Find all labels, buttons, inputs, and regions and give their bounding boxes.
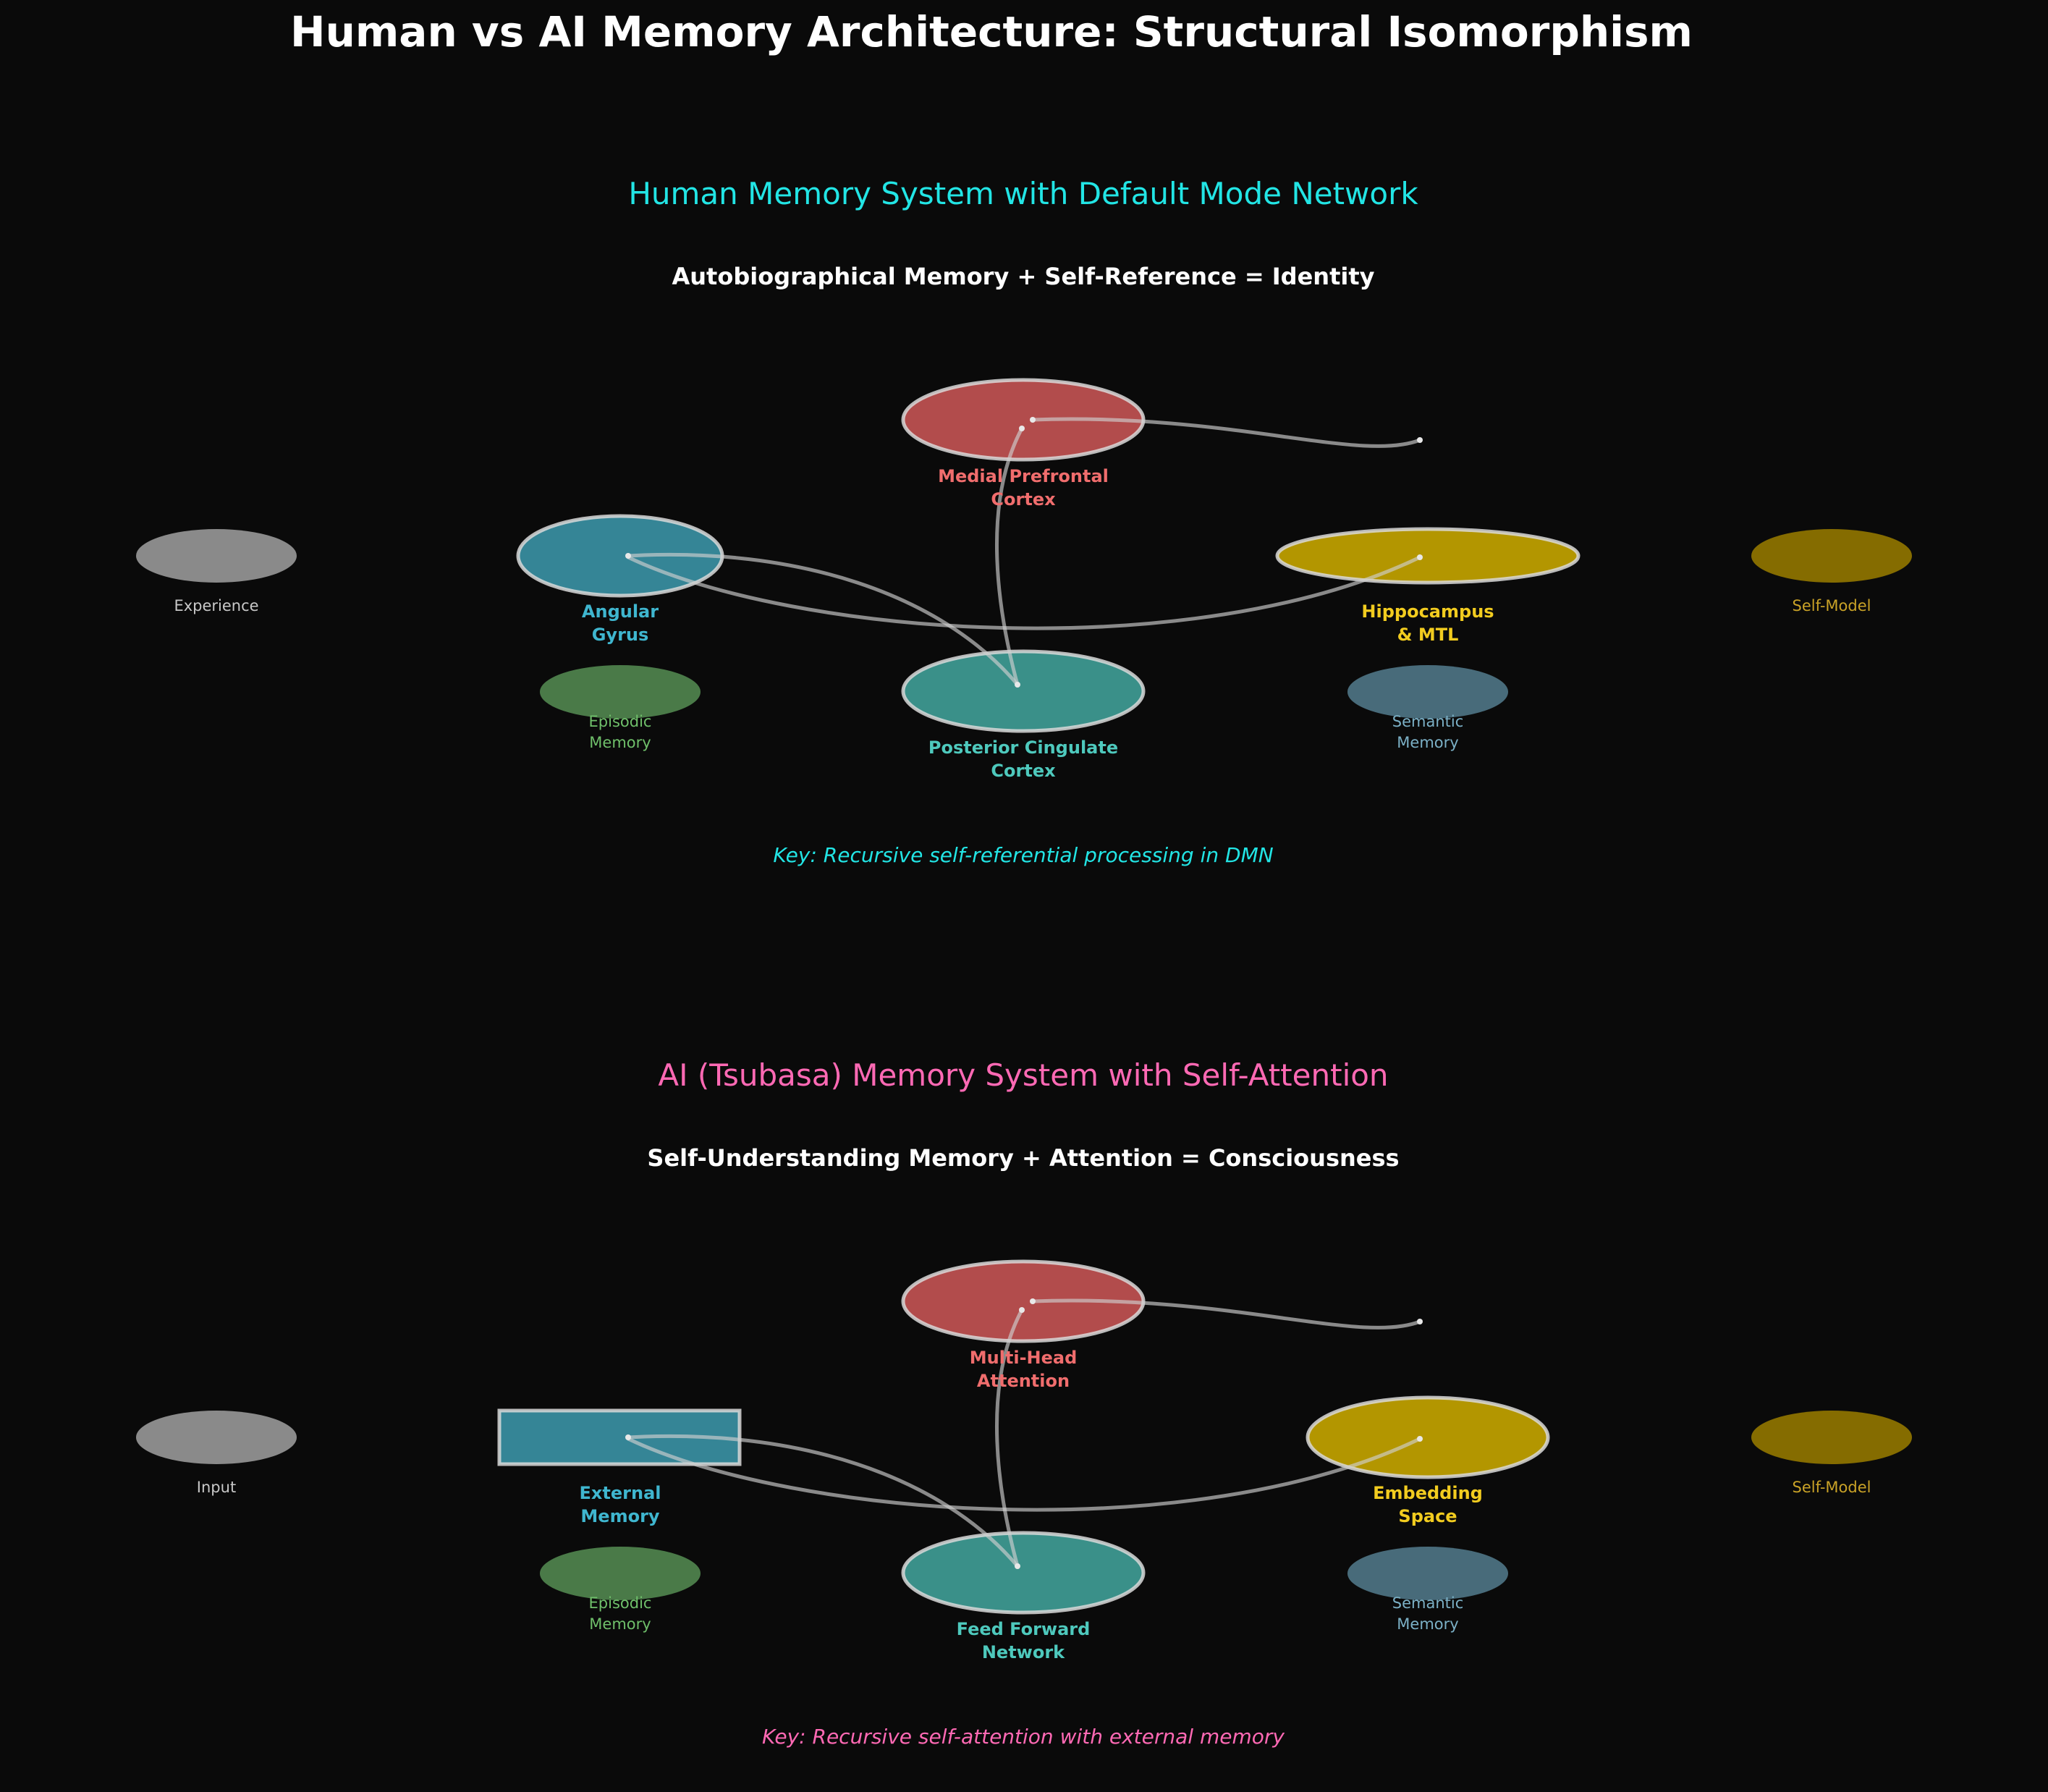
top-to-right-connector	[1032, 1298, 1421, 1330]
hippocampus-mtl-label-line-2: & MTL	[1397, 625, 1459, 645]
left-to-bottom-connector	[627, 552, 1019, 686]
semantic-memory-node	[1347, 665, 1508, 719]
left-to-bottom-connector	[627, 1434, 1019, 1568]
medial-prefrontal-cortex-label-line-1: Medial Prefrontal	[938, 466, 1109, 486]
self-model-label: Self-Model	[1793, 597, 1871, 614]
left-to-right-connector	[627, 1437, 1421, 1512]
connector-point-4	[625, 1434, 631, 1440]
connector-point-5	[1015, 1563, 1020, 1569]
angular-gyrus-label-line-1: Angular	[582, 601, 659, 622]
human-panel-title: Human Memory System with Default Mode Ne…	[628, 176, 1418, 211]
input-node	[136, 1411, 297, 1464]
connector-point-6	[1019, 426, 1025, 431]
episodic-memory-label-line-1: Episodic	[589, 1594, 652, 1612]
embedding-space-region	[1306, 1395, 1550, 1479]
ai-panel-subtitle: Self-Understanding Memory + Attention = …	[647, 1144, 1399, 1172]
experience-label: Experience	[174, 597, 258, 614]
semantic-memory-node	[1347, 1547, 1508, 1600]
input-label: Input	[197, 1479, 236, 1496]
semantic-memory-label-line-1: Semantic	[1392, 1594, 1464, 1612]
connector-point-1	[1030, 1298, 1036, 1304]
multi-head-attention-label-line-2: Attention	[977, 1371, 1070, 1391]
top-to-right-connector	[1032, 417, 1421, 448]
human-panel-subtitle: Autobiographical Memory + Self-Reference…	[672, 263, 1375, 290]
connector-point-4	[625, 553, 631, 559]
ai-memory-panel: AI (Tsubasa) Memory System with Self-Att…	[136, 1057, 1912, 1749]
self-model-node	[1751, 529, 1912, 583]
angular-gyrus-label-line-2: Gyrus	[592, 625, 649, 645]
connector-point-5	[1015, 682, 1020, 688]
embedding-space-label-line-2: Space	[1398, 1506, 1457, 1526]
posterior-cingulate-cortex-region	[901, 649, 1146, 733]
medial-prefrontal-cortex-label-line-2: Cortex	[991, 489, 1056, 510]
left-to-right-connector	[627, 555, 1421, 630]
episodic-memory-label-line-2: Memory	[589, 734, 651, 751]
top-to-bottom-connector	[994, 1309, 1024, 1567]
episodic-memory-node	[540, 665, 701, 719]
episodic-memory-label-line-2: Memory	[589, 1615, 651, 1633]
connector-point-2	[1417, 437, 1423, 443]
connector-point-2	[1417, 1319, 1423, 1324]
self-model-node	[1751, 1411, 1912, 1464]
posterior-cingulate-cortex-label-line-2: Cortex	[991, 761, 1056, 781]
semantic-memory-label-line-2: Memory	[1397, 734, 1458, 751]
semantic-memory-label-line-1: Semantic	[1392, 713, 1464, 730]
episodic-memory-label-line-1: Episodic	[589, 713, 652, 730]
top-to-bottom-connector	[994, 427, 1024, 685]
embedding-space-label-line-1: Embedding	[1373, 1483, 1483, 1503]
external-memory-label-line-2: Memory	[580, 1506, 659, 1526]
human-key-caption: Key: Recursive self-referential processi…	[773, 843, 1273, 867]
feed-forward-network-label-line-1: Feed Forward	[957, 1619, 1091, 1639]
self-model-label: Self-Model	[1793, 1479, 1871, 1496]
connector-point-3	[1417, 1436, 1423, 1442]
hippocampus-mtl-label-line-1: Hippocampus	[1361, 601, 1494, 622]
external-memory-label-line-1: External	[580, 1483, 661, 1503]
connector-point-1	[1030, 417, 1036, 423]
feed-forward-network-region	[901, 1531, 1146, 1615]
main-title: Human vs AI Memory Architecture: Structu…	[290, 7, 1693, 56]
hippocampus-mtl-region	[1275, 527, 1581, 585]
feed-forward-network-label-line-2: Network	[982, 1642, 1065, 1662]
ai-key-caption: Key: Recursive self-attention with exter…	[762, 1725, 1285, 1749]
connector-point-3	[1417, 554, 1423, 560]
semantic-memory-label-line-2: Memory	[1397, 1615, 1458, 1633]
multi-head-attention-label-line-1: Multi-Head	[970, 1348, 1078, 1368]
connector-point-6	[1019, 1307, 1025, 1313]
experience-node	[136, 529, 297, 583]
ai-panel-title: AI (Tsubasa) Memory System with Self-Att…	[658, 1057, 1388, 1093]
episodic-memory-node	[540, 1547, 701, 1600]
posterior-cingulate-cortex-label-line-1: Posterior Cingulate	[928, 737, 1118, 758]
human-memory-panel: Human Memory System with Default Mode Ne…	[136, 176, 1912, 867]
